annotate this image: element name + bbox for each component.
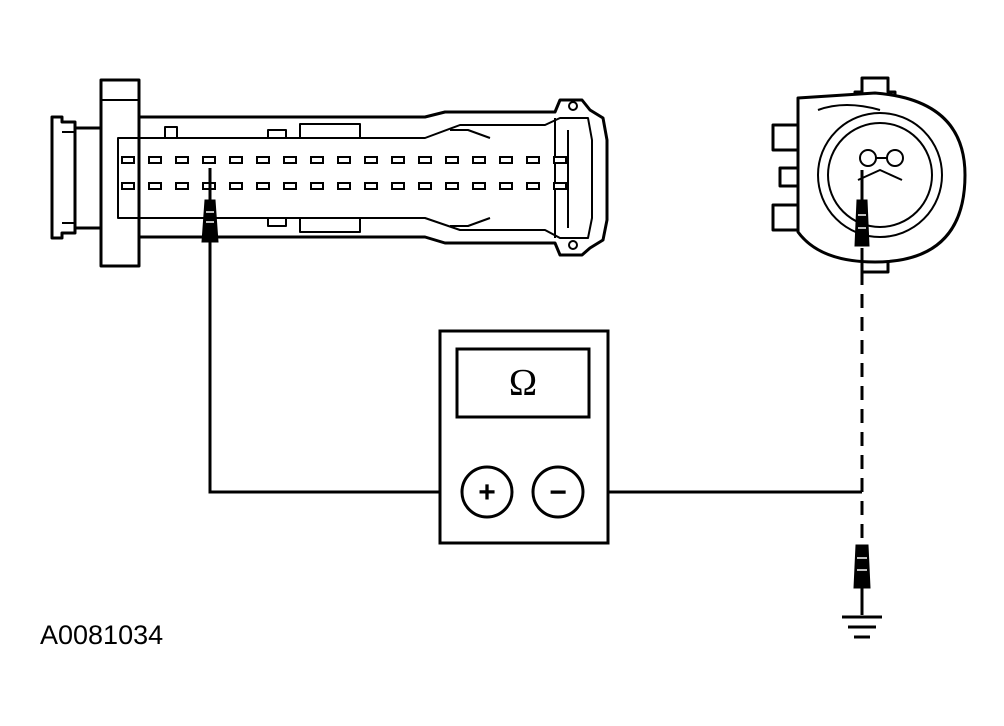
connector-pin-slot — [472, 156, 486, 164]
connector-pin-slot — [256, 182, 270, 190]
positive-terminal-symbol: + — [478, 476, 496, 509]
connector-pin-slot — [337, 156, 351, 164]
connector-pin-slot — [418, 182, 432, 190]
connector-pin-slot — [445, 156, 459, 164]
connector-pin-slot — [202, 156, 216, 164]
connector-pin-slot — [175, 156, 189, 164]
connector-pin-slot — [526, 156, 540, 164]
connector-pin-slot — [121, 156, 135, 164]
connector-pin-slot — [553, 156, 567, 164]
connector-pin-slot — [337, 182, 351, 190]
connector-pin-slot — [391, 182, 405, 190]
ohm-symbol-icon: Ω — [509, 362, 537, 404]
ohmmeter-display — [455, 347, 591, 419]
connector-pin-slot — [256, 156, 270, 164]
connector-pin-slot — [445, 182, 459, 190]
negative-terminal-symbol: − — [549, 476, 567, 509]
negative-terminal[interactable] — [531, 465, 585, 519]
connector-test-probe — [201, 168, 219, 243]
connector-pin-slot — [229, 156, 243, 164]
connector-pin-slot — [283, 156, 297, 164]
connector-pin-slot — [175, 182, 189, 190]
connector-pin-slot — [148, 182, 162, 190]
multi-pin-connector — [50, 78, 609, 268]
figure-id-label: A0081034 — [40, 620, 164, 650]
connector-pin-slot — [310, 156, 324, 164]
ground-icon — [842, 615, 882, 639]
sensor-test-probe — [854, 170, 870, 247]
round-sensor-component — [771, 76, 967, 274]
connector-pin-slot — [229, 182, 243, 190]
connector-pin-slot — [310, 182, 324, 190]
connector-pin-slot — [499, 156, 513, 164]
connector-pin-slot — [391, 156, 405, 164]
ohmmeter: Ω + − — [438, 329, 610, 545]
connector-pin-slot — [121, 182, 135, 190]
positive-test-lead — [208, 242, 462, 494]
connector-pin-slot — [553, 182, 567, 190]
positive-terminal[interactable] — [460, 465, 514, 519]
connector-pin-slots — [121, 156, 567, 190]
connector-pin-slot — [526, 182, 540, 190]
connector-pin-slot — [283, 182, 297, 190]
connector-pin-slot — [364, 182, 378, 190]
ground-probe — [853, 544, 871, 615]
connector-pin-slot — [499, 182, 513, 190]
connector-pin-slot — [364, 156, 378, 164]
test-leads — [208, 242, 864, 545]
connector-pin-slot — [418, 156, 432, 164]
connector-pin-slot — [472, 182, 486, 190]
connector-pin-slot — [148, 156, 162, 164]
